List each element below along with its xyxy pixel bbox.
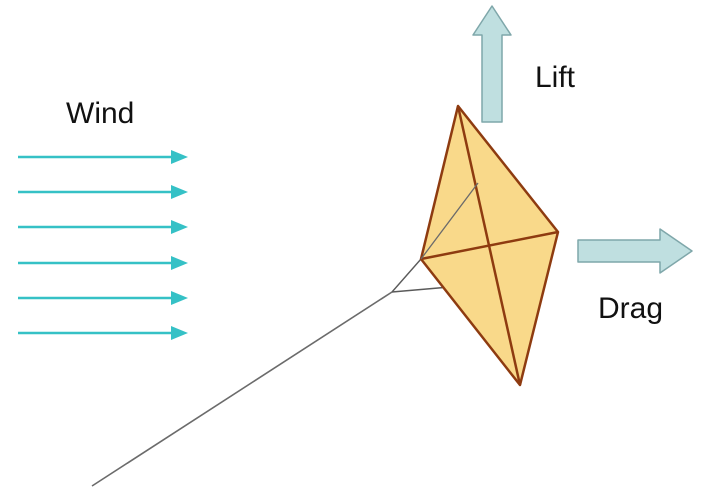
kite-crossbar (420, 230, 559, 261)
drag-label: Drag (598, 292, 664, 325)
wind-arrow-icon (18, 185, 188, 199)
lift-label: Lift (535, 61, 576, 94)
kite (419, 104, 560, 387)
wind-label: Wind (66, 97, 135, 130)
wind-arrow-icon (18, 291, 188, 305)
drag-arrow-icon (577, 228, 693, 274)
lift-arrow-icon (472, 5, 512, 123)
wind-arrow-icon (18, 150, 188, 164)
wind-arrow-icon (18, 326, 188, 340)
wind-arrows (18, 150, 188, 340)
kite-bridle-upper (420, 182, 479, 260)
wind-arrow-icon (18, 256, 188, 270)
wind-arrow-icon (18, 220, 188, 234)
kite-string (91, 291, 393, 487)
